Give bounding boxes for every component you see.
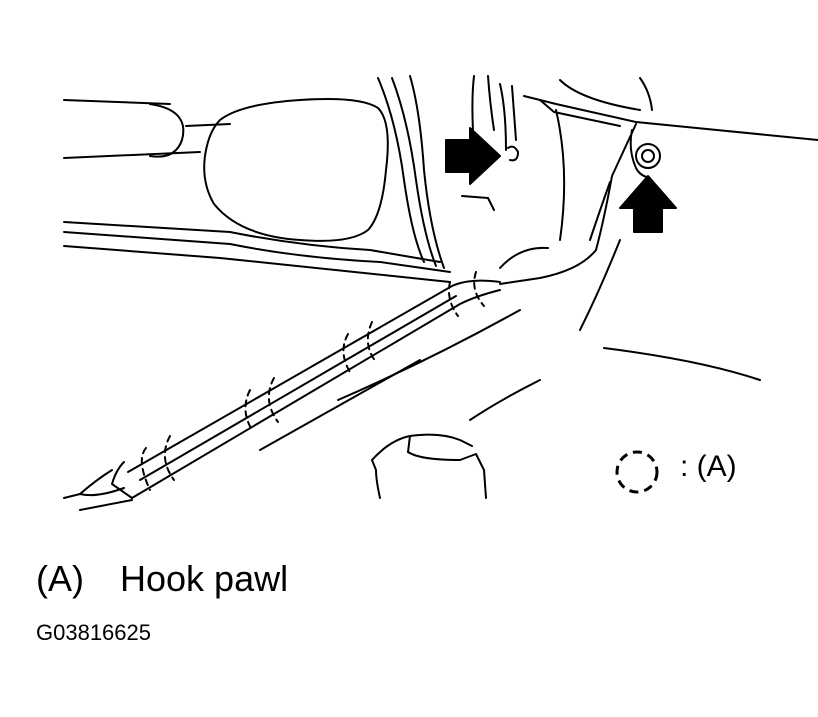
floor-bracket xyxy=(371,433,487,499)
sill-trim-strip xyxy=(63,271,501,511)
caption: (A) Hook pawl xyxy=(36,558,288,600)
door-sill-trim-diagram xyxy=(63,75,818,511)
door-opening-panel xyxy=(63,75,818,451)
legend-label: : (A) xyxy=(680,450,737,483)
dashed-circle-icon xyxy=(615,450,659,494)
figure-code: G03816625 xyxy=(36,620,151,645)
caption-key: (A) xyxy=(36,558,84,599)
caption-text: Hook pawl xyxy=(120,558,289,599)
arrow-right-icon xyxy=(445,127,501,185)
arrow-up-icon xyxy=(619,175,677,233)
